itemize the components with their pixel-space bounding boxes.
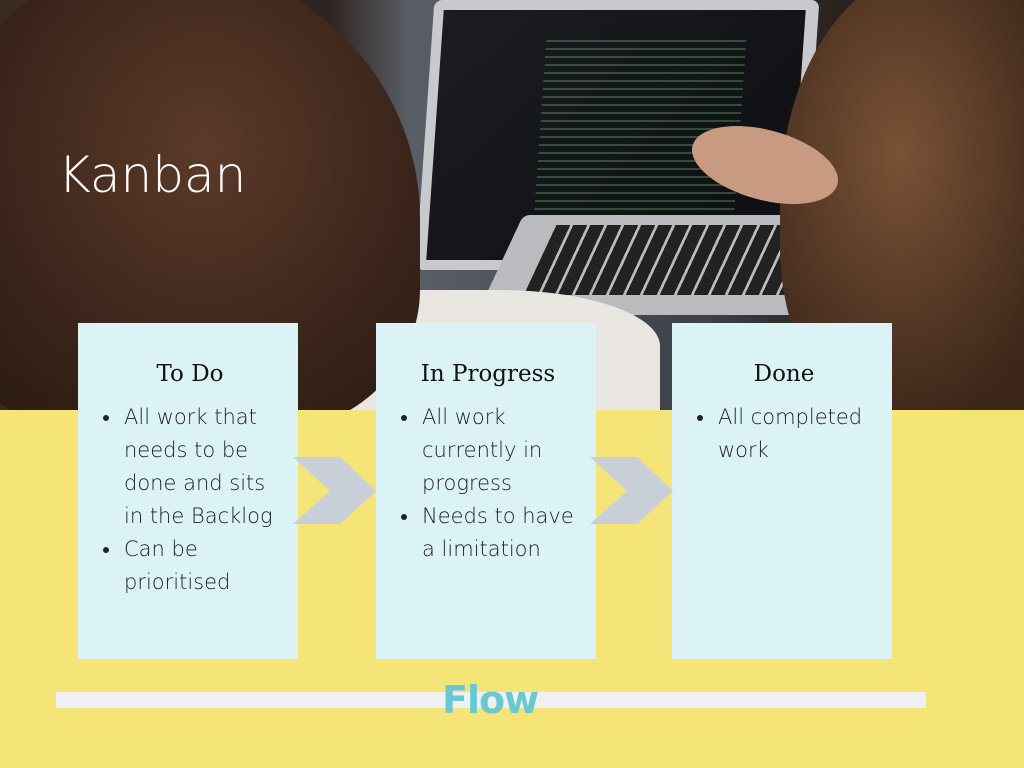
chevron-arrow-icon <box>293 457 376 524</box>
column-done: Done All completed work <box>672 323 892 659</box>
list-item: All work currently in progress <box>420 401 578 500</box>
slide-title: Kanban <box>58 146 247 204</box>
flow-bar <box>56 692 926 708</box>
chevron-arrow-icon <box>590 457 673 524</box>
flow-label: Flow <box>442 678 539 722</box>
list-item: All completed work <box>716 401 874 467</box>
column-todo: To Do All work that needs to be done and… <box>78 323 298 659</box>
column-heading: In Progress <box>420 361 556 387</box>
list-item: Can be prioritised <box>122 533 280 599</box>
column-in-progress: In Progress All work currently in progre… <box>376 323 596 659</box>
column-heading: To Do <box>156 361 224 387</box>
column-heading: Done <box>753 361 815 387</box>
list-item: All work that needs to be done and sits … <box>122 401 280 533</box>
list-item: Needs to have a limitation <box>420 500 578 566</box>
